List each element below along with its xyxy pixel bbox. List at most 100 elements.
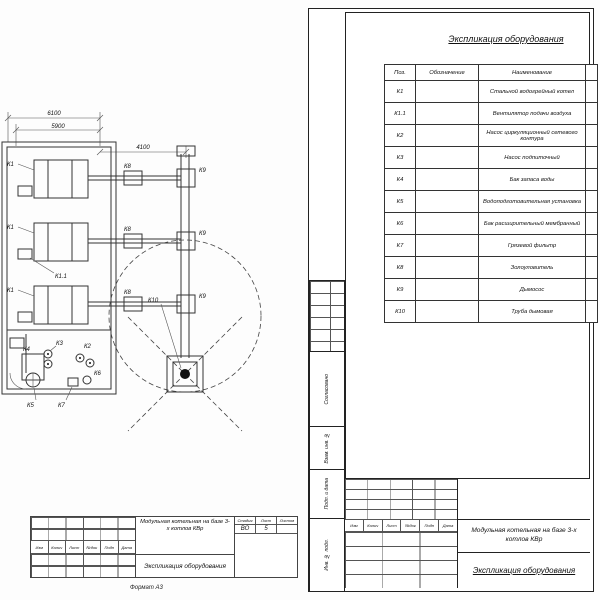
boiler-plant-plan: 6100 5900 4100 <box>1 111 262 432</box>
spec-row: К1 Стальной водогрейный котел <box>384 80 598 103</box>
dim-6100: 6100 <box>47 111 61 117</box>
document-title: Экспликация оборудования <box>472 566 576 575</box>
stamp-inv-label: Инв. № подл. <box>324 539 330 571</box>
equipment-specification-table: Поз. Обозначение Наименование К1 Стально… <box>384 64 598 323</box>
stamp-inv: Инв. № подл. <box>309 518 345 592</box>
rev-col: Колич <box>364 520 383 531</box>
right-revision-table: Изм Колич Лист №док Подп Дата <box>345 479 458 588</box>
spec-row: К10 Труба дымовая <box>384 300 598 323</box>
ash-label-3: К8 <box>124 290 132 296</box>
spec-name: Насос циркуляционный сетевого контура <box>478 124 586 147</box>
spec-name: Водоподготовительная установка <box>478 190 586 213</box>
rev-col: Подп <box>101 541 119 553</box>
spec-qty <box>585 300 598 323</box>
spec-designation <box>415 212 479 235</box>
spec-row: К6 Бак расширительный мембранный <box>384 212 598 235</box>
spec-name: Вентилятор подачи воздуха <box>478 102 586 125</box>
spec-designation <box>415 168 479 191</box>
spec-row: К9 Дымосос <box>384 278 598 301</box>
feed-pump-label: К3 <box>56 341 64 347</box>
stamp-strip: Согласовано Взам. инв. № Подп. и дата Ин… <box>308 280 345 592</box>
spec-name: Бак запаса воды <box>478 168 586 191</box>
stamp-podp-label: Подп. и дата <box>324 478 330 510</box>
signature-area <box>235 534 297 577</box>
spec-row: К5 Водоподготовительная установка <box>384 190 598 213</box>
spec-name: Бак расширительный мембранный <box>478 212 586 235</box>
revision-empty-row <box>31 565 135 578</box>
stage-section: Стадия Лист Листов ВО 5 <box>235 517 297 577</box>
spec-pos: К7 <box>384 234 416 257</box>
spec-qty <box>585 234 598 257</box>
right-title-block: Изм Колич Лист №док Подп Дата Модульная … <box>345 478 590 588</box>
stage-value: ВО <box>235 525 256 534</box>
specification-title: Экспликация оборудования <box>448 34 564 44</box>
spec-header-name: Наименование <box>478 64 586 81</box>
spec-qty <box>585 278 598 301</box>
spec-pos: К9 <box>384 278 416 301</box>
revision-empty-row <box>31 517 135 530</box>
spec-name: Дымосос <box>478 278 586 301</box>
stamp-vzam-label: Взам. инв. № <box>324 432 330 464</box>
rev-col: Лист <box>383 520 402 531</box>
smoke-fan-label-3: К9 <box>199 294 207 300</box>
boiler-3 <box>17 285 89 325</box>
dim-5900: 5900 <box>51 124 65 130</box>
spec-header-row: Поз. Обозначение Наименование <box>384 64 598 81</box>
spec-designation <box>415 234 479 257</box>
spec-qty <box>585 168 598 191</box>
left-title-block: Изм Колич Лист №док Подп Дата Модульная … <box>30 516 298 578</box>
spec-header-qty <box>585 64 598 81</box>
flue-pipes <box>88 145 196 358</box>
stamp-podp: Подп. и дата <box>309 469 345 518</box>
spec-designation <box>415 124 479 147</box>
boiler-2 <box>17 222 89 262</box>
spec-pos: К2 <box>384 124 416 147</box>
smoke-fan-label-2: К9 <box>199 231 207 237</box>
sheets-value <box>277 525 297 534</box>
spec-row: К7 Грязевой фильтр <box>384 234 598 257</box>
stage-label: Стадия <box>235 517 256 525</box>
spec-pos: К5 <box>384 190 416 213</box>
rev-col: Дата <box>121 544 133 550</box>
project-name: Модульная котельная на базе 3-х котлов К… <box>140 519 230 533</box>
sheets-label: Листов <box>277 517 297 525</box>
stamp-soglasovano: Согласовано <box>309 351 345 426</box>
spec-designation <box>415 256 479 279</box>
stamp-vzam: Взам. инв. № <box>309 426 345 469</box>
spec-designation <box>415 146 479 169</box>
spec-name: Стальной водогрейный котел <box>478 80 586 103</box>
spec-header-designation: Обозначение <box>415 64 479 81</box>
project-name: Модульная котельная на базе 3-х котлов К… <box>458 520 590 553</box>
chimney-zone <box>108 239 262 432</box>
stamp-soglasovano-label: Согласовано <box>324 373 330 405</box>
spec-pos: К3 <box>384 146 416 169</box>
spec-qty <box>585 80 598 103</box>
pump-room-equipment <box>9 337 95 401</box>
boiler-1 <box>17 159 89 199</box>
sheet-label: Лист <box>256 517 277 525</box>
spec-pos: К4 <box>384 168 416 191</box>
fan-label: К1.1 <box>55 274 67 280</box>
water-tank-label: К4 <box>23 347 31 353</box>
water-prep-label: К5 <box>27 403 35 409</box>
spec-qty <box>585 190 598 213</box>
dim-4100: 4100 <box>136 145 150 151</box>
rev-col: №док <box>401 520 421 531</box>
spec-designation <box>415 300 479 323</box>
signature-grid <box>345 531 457 588</box>
spec-row: К3 Насос подпиточный <box>384 146 598 169</box>
boiler-leaders <box>17 163 55 297</box>
revision-header-row: Изм Колич Лист №док Подп Дата <box>345 520 457 531</box>
chimney-label: К10 <box>148 298 159 304</box>
revision-empty-row <box>31 553 135 566</box>
boiler-label-2: К1 <box>7 225 14 231</box>
spec-qty <box>585 102 598 125</box>
ash-label-2: К8 <box>124 227 132 233</box>
spec-row: К1.1 Вентилятор подачи воздуха <box>384 102 598 125</box>
rev-col: Изм <box>345 520 364 531</box>
boiler-label-1: К1 <box>7 162 14 168</box>
spec-pos: К8 <box>384 256 416 279</box>
spec-row: К8 Золоуловитель <box>384 256 598 279</box>
smoke-fan-label-1: К9 <box>199 168 207 174</box>
rev-col: Подп <box>420 520 440 531</box>
